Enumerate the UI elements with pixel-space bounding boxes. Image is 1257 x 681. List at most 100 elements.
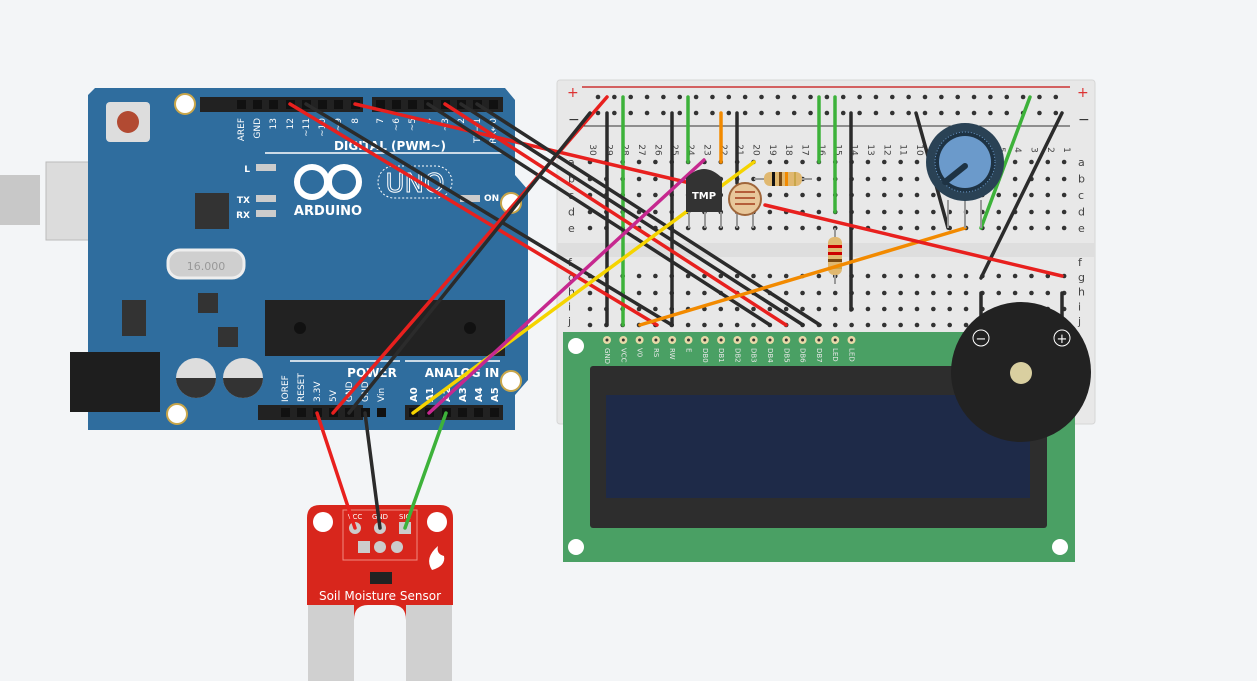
rail-hole[interactable] <box>971 94 977 100</box>
rail-hole[interactable] <box>922 110 928 116</box>
breadboard-hole[interactable] <box>783 273 789 279</box>
breadboard-hole[interactable] <box>865 273 871 279</box>
breadboard-hole[interactable] <box>865 209 871 215</box>
breadboard-hole[interactable] <box>963 273 969 279</box>
header-pin[interactable] <box>334 100 343 109</box>
breadboard-hole[interactable] <box>963 306 969 312</box>
rail-hole[interactable] <box>612 110 617 116</box>
breadboard-hole[interactable] <box>636 306 642 312</box>
breadboard-hole[interactable] <box>931 225 936 231</box>
breadboard-hole[interactable] <box>1029 273 1034 279</box>
breadboard-hole[interactable] <box>832 322 838 328</box>
breadboard-hole[interactable] <box>800 225 805 231</box>
breadboard-hole[interactable] <box>653 306 658 312</box>
breadboard-hole[interactable] <box>783 225 789 231</box>
breadboard-hole[interactable] <box>800 192 805 198</box>
breadboard-hole[interactable] <box>718 322 724 328</box>
rail-hole[interactable] <box>906 110 911 116</box>
breadboard-hole[interactable] <box>800 290 805 296</box>
breadboard-hole[interactable] <box>751 176 756 182</box>
breadboard-hole[interactable] <box>1045 290 1051 296</box>
potentiometer[interactable] <box>926 123 1004 228</box>
breadboard-hole[interactable] <box>865 192 871 198</box>
rail-hole[interactable] <box>1020 94 1026 100</box>
resistor-horizontal[interactable] <box>754 172 812 186</box>
black-wire[interactable] <box>347 111 592 415</box>
breadboard-hole[interactable] <box>931 209 936 215</box>
rail-hole[interactable] <box>742 94 748 100</box>
soil-moisture-sensor[interactable]: VCC GND SIG Soil Moisture Sensor <box>307 505 453 681</box>
breadboard-hole[interactable] <box>751 306 756 312</box>
rail-hole[interactable] <box>840 94 846 100</box>
breadboard-hole[interactable] <box>898 290 903 296</box>
black-wire[interactable] <box>426 102 772 327</box>
breadboard-hole[interactable] <box>947 290 952 296</box>
breadboard-hole[interactable] <box>882 322 887 328</box>
green-wire[interactable] <box>403 411 448 530</box>
breadboard-hole[interactable] <box>947 273 952 279</box>
rail-hole[interactable] <box>726 94 732 100</box>
breadboard-hole[interactable] <box>914 192 920 198</box>
breadboard-hole[interactable] <box>996 273 1002 279</box>
breadboard-hole[interactable] <box>767 225 773 231</box>
breadboard-hole[interactable] <box>1012 159 1018 165</box>
breadboard-hole[interactable] <box>898 322 903 328</box>
breadboard-hole[interactable] <box>1061 192 1067 198</box>
breadboard-hole[interactable] <box>898 306 903 312</box>
rail-hole[interactable] <box>791 110 797 116</box>
rail-hole[interactable] <box>628 110 633 116</box>
breadboard-hole[interactable] <box>767 209 773 215</box>
breadboard-hole[interactable] <box>931 306 936 312</box>
rail-hole[interactable] <box>1004 110 1010 116</box>
breadboard-hole[interactable] <box>653 192 658 198</box>
breadboard-hole[interactable] <box>996 290 1002 296</box>
rail-hole[interactable] <box>595 94 601 100</box>
rail-hole[interactable] <box>661 94 666 100</box>
rail-hole[interactable] <box>988 110 993 116</box>
breadboard-hole[interactable] <box>996 225 1002 231</box>
breadboard-hole[interactable] <box>587 290 593 296</box>
rail-hole[interactable] <box>661 110 666 116</box>
breadboard-hole[interactable] <box>1012 225 1018 231</box>
header-pin[interactable] <box>490 408 499 417</box>
breadboard-hole[interactable] <box>653 209 658 215</box>
rail-hole[interactable] <box>710 110 715 116</box>
header-pin[interactable] <box>376 100 385 109</box>
breadboard-hole[interactable] <box>636 159 642 165</box>
breadboard-hole[interactable] <box>832 306 838 312</box>
breadboard-hole[interactable] <box>914 209 920 215</box>
breadboard-hole[interactable] <box>898 192 903 198</box>
breadboard-hole[interactable] <box>734 322 740 328</box>
breadboard-hole[interactable] <box>816 290 822 296</box>
breadboard-hole[interactable] <box>734 306 740 312</box>
breadboard-hole[interactable] <box>816 306 822 312</box>
rail-hole[interactable] <box>677 94 683 100</box>
breadboard-hole[interactable] <box>898 273 903 279</box>
breadboard-hole[interactable] <box>767 192 773 198</box>
breadboard-hole[interactable] <box>1029 159 1034 165</box>
rail-hole[interactable] <box>1037 94 1042 100</box>
header-pin[interactable] <box>377 408 386 417</box>
header-pin[interactable] <box>392 100 401 109</box>
black-wire[interactable] <box>979 111 1064 280</box>
breadboard-hole[interactable] <box>996 209 1002 215</box>
breadboard-hole[interactable] <box>734 273 740 279</box>
red-wire[interactable] <box>288 102 659 327</box>
breadboard-hole[interactable] <box>882 176 887 182</box>
rail-hole[interactable] <box>775 94 781 100</box>
rail-hole[interactable] <box>873 94 879 100</box>
breadboard-hole[interactable] <box>1045 159 1051 165</box>
breadboard-hole[interactable] <box>783 290 789 296</box>
breadboard-hole[interactable] <box>718 306 724 312</box>
breadboard-hole[interactable] <box>882 290 887 296</box>
breadboard-hole[interactable] <box>832 290 838 296</box>
breadboard-hole[interactable] <box>1012 290 1018 296</box>
breadboard-hole[interactable] <box>931 290 936 296</box>
breadboard-hole[interactable] <box>636 273 642 279</box>
breadboard-hole[interactable] <box>653 290 658 296</box>
rail-hole[interactable] <box>857 110 862 116</box>
header-pin[interactable] <box>253 100 262 109</box>
breadboard-hole[interactable] <box>865 290 871 296</box>
red-wire[interactable] <box>315 411 357 530</box>
